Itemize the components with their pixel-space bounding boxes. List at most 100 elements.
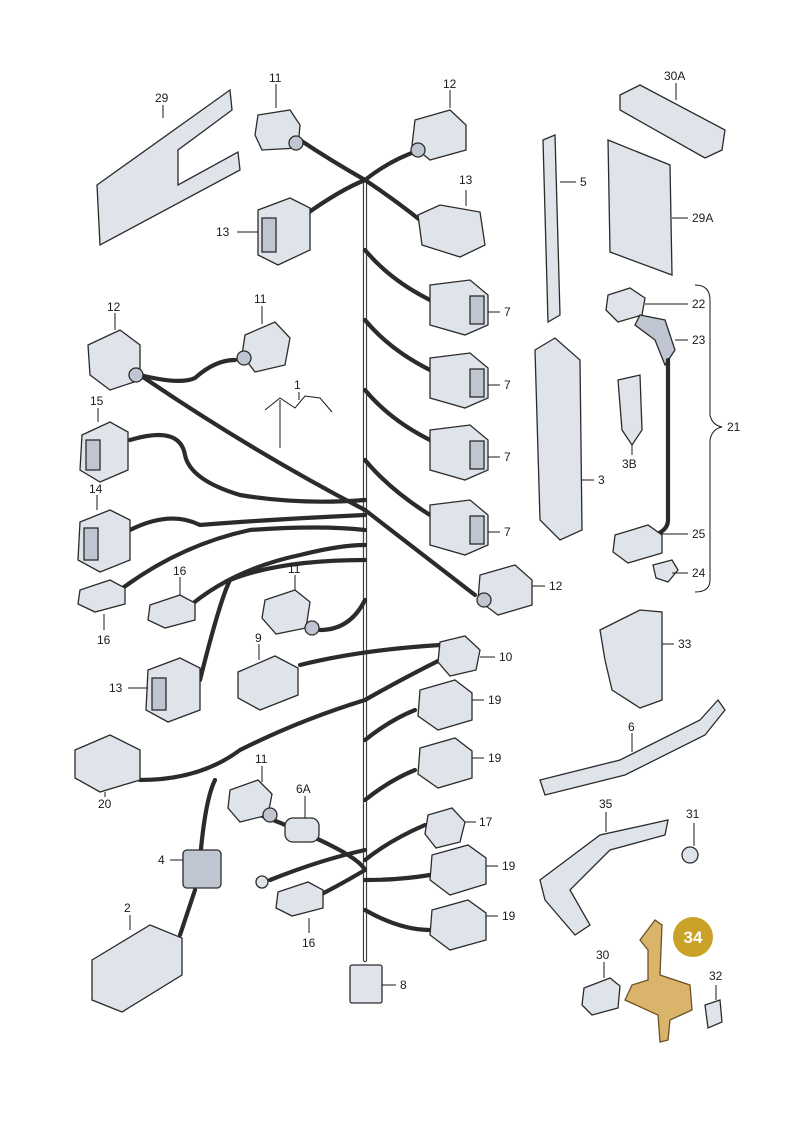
tube-6: 6 <box>539 698 726 796</box>
callout-10: 10 <box>499 650 513 664</box>
connector-19-d: 19 <box>429 899 516 951</box>
connector-9: 9 <box>237 631 299 711</box>
connector-13-right: 13 <box>417 173 486 258</box>
connector-11-bottom: 11 <box>227 752 278 823</box>
connector-11-lower: 11 <box>261 562 320 636</box>
bracket-3: 3 <box>534 337 605 541</box>
callout-30: 30 <box>596 948 610 962</box>
callout-13-lower: 13 <box>109 681 123 695</box>
connector-30: 30 <box>581 948 621 1016</box>
callout-3: 3 <box>598 473 605 487</box>
connector-16-mid: 16 <box>147 564 196 629</box>
callout-11-bottom: 11 <box>255 752 268 766</box>
connector-7-row4: 7 <box>429 499 511 556</box>
callout-13-left: 13 <box>216 225 230 239</box>
connector-14: 14 <box>77 482 131 573</box>
clip-24: 24 <box>652 559 706 583</box>
callout-15: 15 <box>90 394 104 408</box>
connector-25: 25 <box>612 524 706 564</box>
control-unit-2: 2 <box>91 901 183 1013</box>
callout-19-a: 19 <box>488 693 502 707</box>
callout-16-bottom: 16 <box>302 936 316 950</box>
callout-5: 5 <box>580 175 587 189</box>
callout-7-row1: 7 <box>504 305 511 319</box>
callout-7-row3: 7 <box>504 450 511 464</box>
connector-10: 10 <box>437 635 513 677</box>
callout-16-mid: 16 <box>173 564 187 578</box>
callout-19-d: 19 <box>502 909 516 923</box>
callout-11-mid: 11 <box>254 292 267 306</box>
callout-12-left: 12 <box>107 300 121 314</box>
connector-8: 8 <box>349 964 407 1004</box>
callout-1: 1 <box>294 378 301 392</box>
bracket-35: 35 <box>539 797 669 936</box>
callout-29A: 29A <box>692 211 713 225</box>
callout-31: 31 <box>686 807 700 821</box>
connector-7-row2: 7 <box>429 352 511 409</box>
callout-11-lower: 11 <box>288 562 301 576</box>
callout-24: 24 <box>692 566 706 580</box>
callout-4: 4 <box>158 853 165 867</box>
callout-20: 20 <box>98 797 112 811</box>
callout-19-c: 19 <box>502 859 516 873</box>
connector-13-left: 13 <box>216 197 311 266</box>
connector-12-top: 12 <box>410 77 467 161</box>
connector-13-lower: 13 <box>109 657 201 723</box>
connector-11-top: 11 <box>254 71 304 151</box>
clip-31: 31 <box>681 807 700 864</box>
connector-20: 20 <box>74 734 141 811</box>
plate-29A: 29A <box>607 139 713 276</box>
connector-7-row3: 7 <box>429 424 511 481</box>
rail-5: 5 <box>542 134 587 324</box>
grommet-4: 4 <box>158 849 222 889</box>
callout-16-left: 16 <box>97 633 111 647</box>
callout-6A: 6A <box>296 782 311 796</box>
bracket-33: 33 <box>599 609 692 709</box>
callout-13-right: 13 <box>459 173 473 187</box>
harness-wires <box>117 137 478 963</box>
callout-21: 21 <box>727 420 741 434</box>
sleeve-23: 23 <box>634 314 706 367</box>
panel-29: 29 <box>96 88 241 247</box>
callout-7-row4: 7 <box>504 525 511 539</box>
callout-33: 33 <box>678 637 692 651</box>
bracket-34-highlighted <box>624 919 693 1043</box>
callout-11-top: 11 <box>269 71 282 85</box>
highlight-badge-34[interactable]: 34 <box>673 917 713 957</box>
callout-34: 34 <box>684 928 703 947</box>
callout-35: 35 <box>599 797 613 811</box>
connector-16-left: 16 <box>77 579 126 647</box>
clip-3B: 3B <box>617 374 643 471</box>
connector-15: 15 <box>79 394 129 483</box>
connector-19-a: 19 <box>417 679 502 731</box>
sleeve-6A: 6A <box>284 782 320 843</box>
connector-22: 22 <box>605 287 706 323</box>
callout-19-b: 19 <box>488 751 502 765</box>
ring-terminal <box>255 875 269 889</box>
callout-8: 8 <box>400 978 407 992</box>
connector-12-right: 12 <box>476 564 563 616</box>
connector-17: 17 <box>424 807 493 849</box>
callout-22: 22 <box>692 297 706 311</box>
bracket-30A: 30A <box>619 69 726 159</box>
connector-12-left: 12 <box>87 300 144 391</box>
callout-14: 14 <box>89 482 103 496</box>
connector-11-mid: 11 <box>236 292 291 373</box>
callout-23: 23 <box>692 333 706 347</box>
clip-32: 32 <box>704 969 723 1029</box>
callout-6: 6 <box>628 720 635 734</box>
connector-7-row1: 7 <box>429 279 511 336</box>
callout-30A: 30A <box>664 69 685 83</box>
callout-12-top: 12 <box>443 77 457 91</box>
connector-19-c: 19 <box>429 844 516 896</box>
callout-12-right: 12 <box>549 579 563 593</box>
connector-16-bottom: 16 <box>275 881 324 950</box>
callout-3B: 3B <box>622 457 637 471</box>
callout-2: 2 <box>124 901 131 915</box>
callout-25: 25 <box>692 527 706 541</box>
connector-19-b: 19 <box>417 737 502 789</box>
callout-7-row2: 7 <box>504 378 511 392</box>
callout-29: 29 <box>155 91 169 105</box>
callout-9: 9 <box>255 631 262 645</box>
